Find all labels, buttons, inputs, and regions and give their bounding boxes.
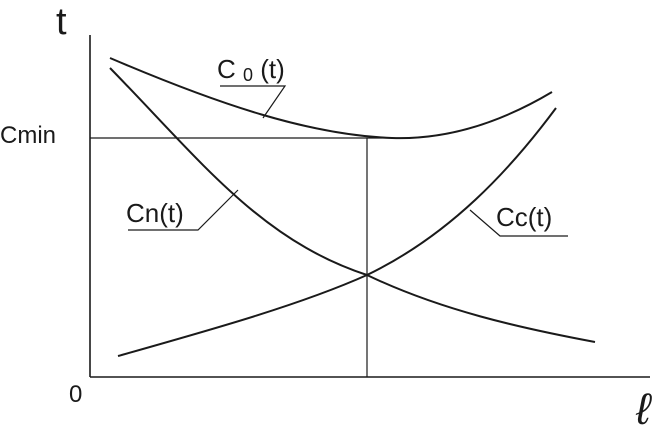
curve-c0 [109, 57, 553, 140]
label-cn: Cn(t) [126, 198, 184, 228]
y-axis-label: t [56, 1, 67, 43]
curve-cc [117, 107, 557, 357]
curve-cn [109, 67, 596, 343]
x-axis-label: ℓ [635, 385, 652, 430]
label-c0-tail: (t) [260, 54, 285, 84]
origin-label: 0 [69, 381, 82, 408]
label-c0-main: C [217, 54, 236, 84]
leader-cc [469, 209, 568, 237]
leader-cn [128, 189, 239, 231]
label-c0-subscript: 0 [243, 65, 253, 85]
cmin-label: Cmin [0, 122, 56, 149]
leader-c0 [220, 85, 287, 119]
label-c0: C 0 (t) [217, 54, 285, 87]
label-cc: Cc(t) [496, 202, 552, 232]
